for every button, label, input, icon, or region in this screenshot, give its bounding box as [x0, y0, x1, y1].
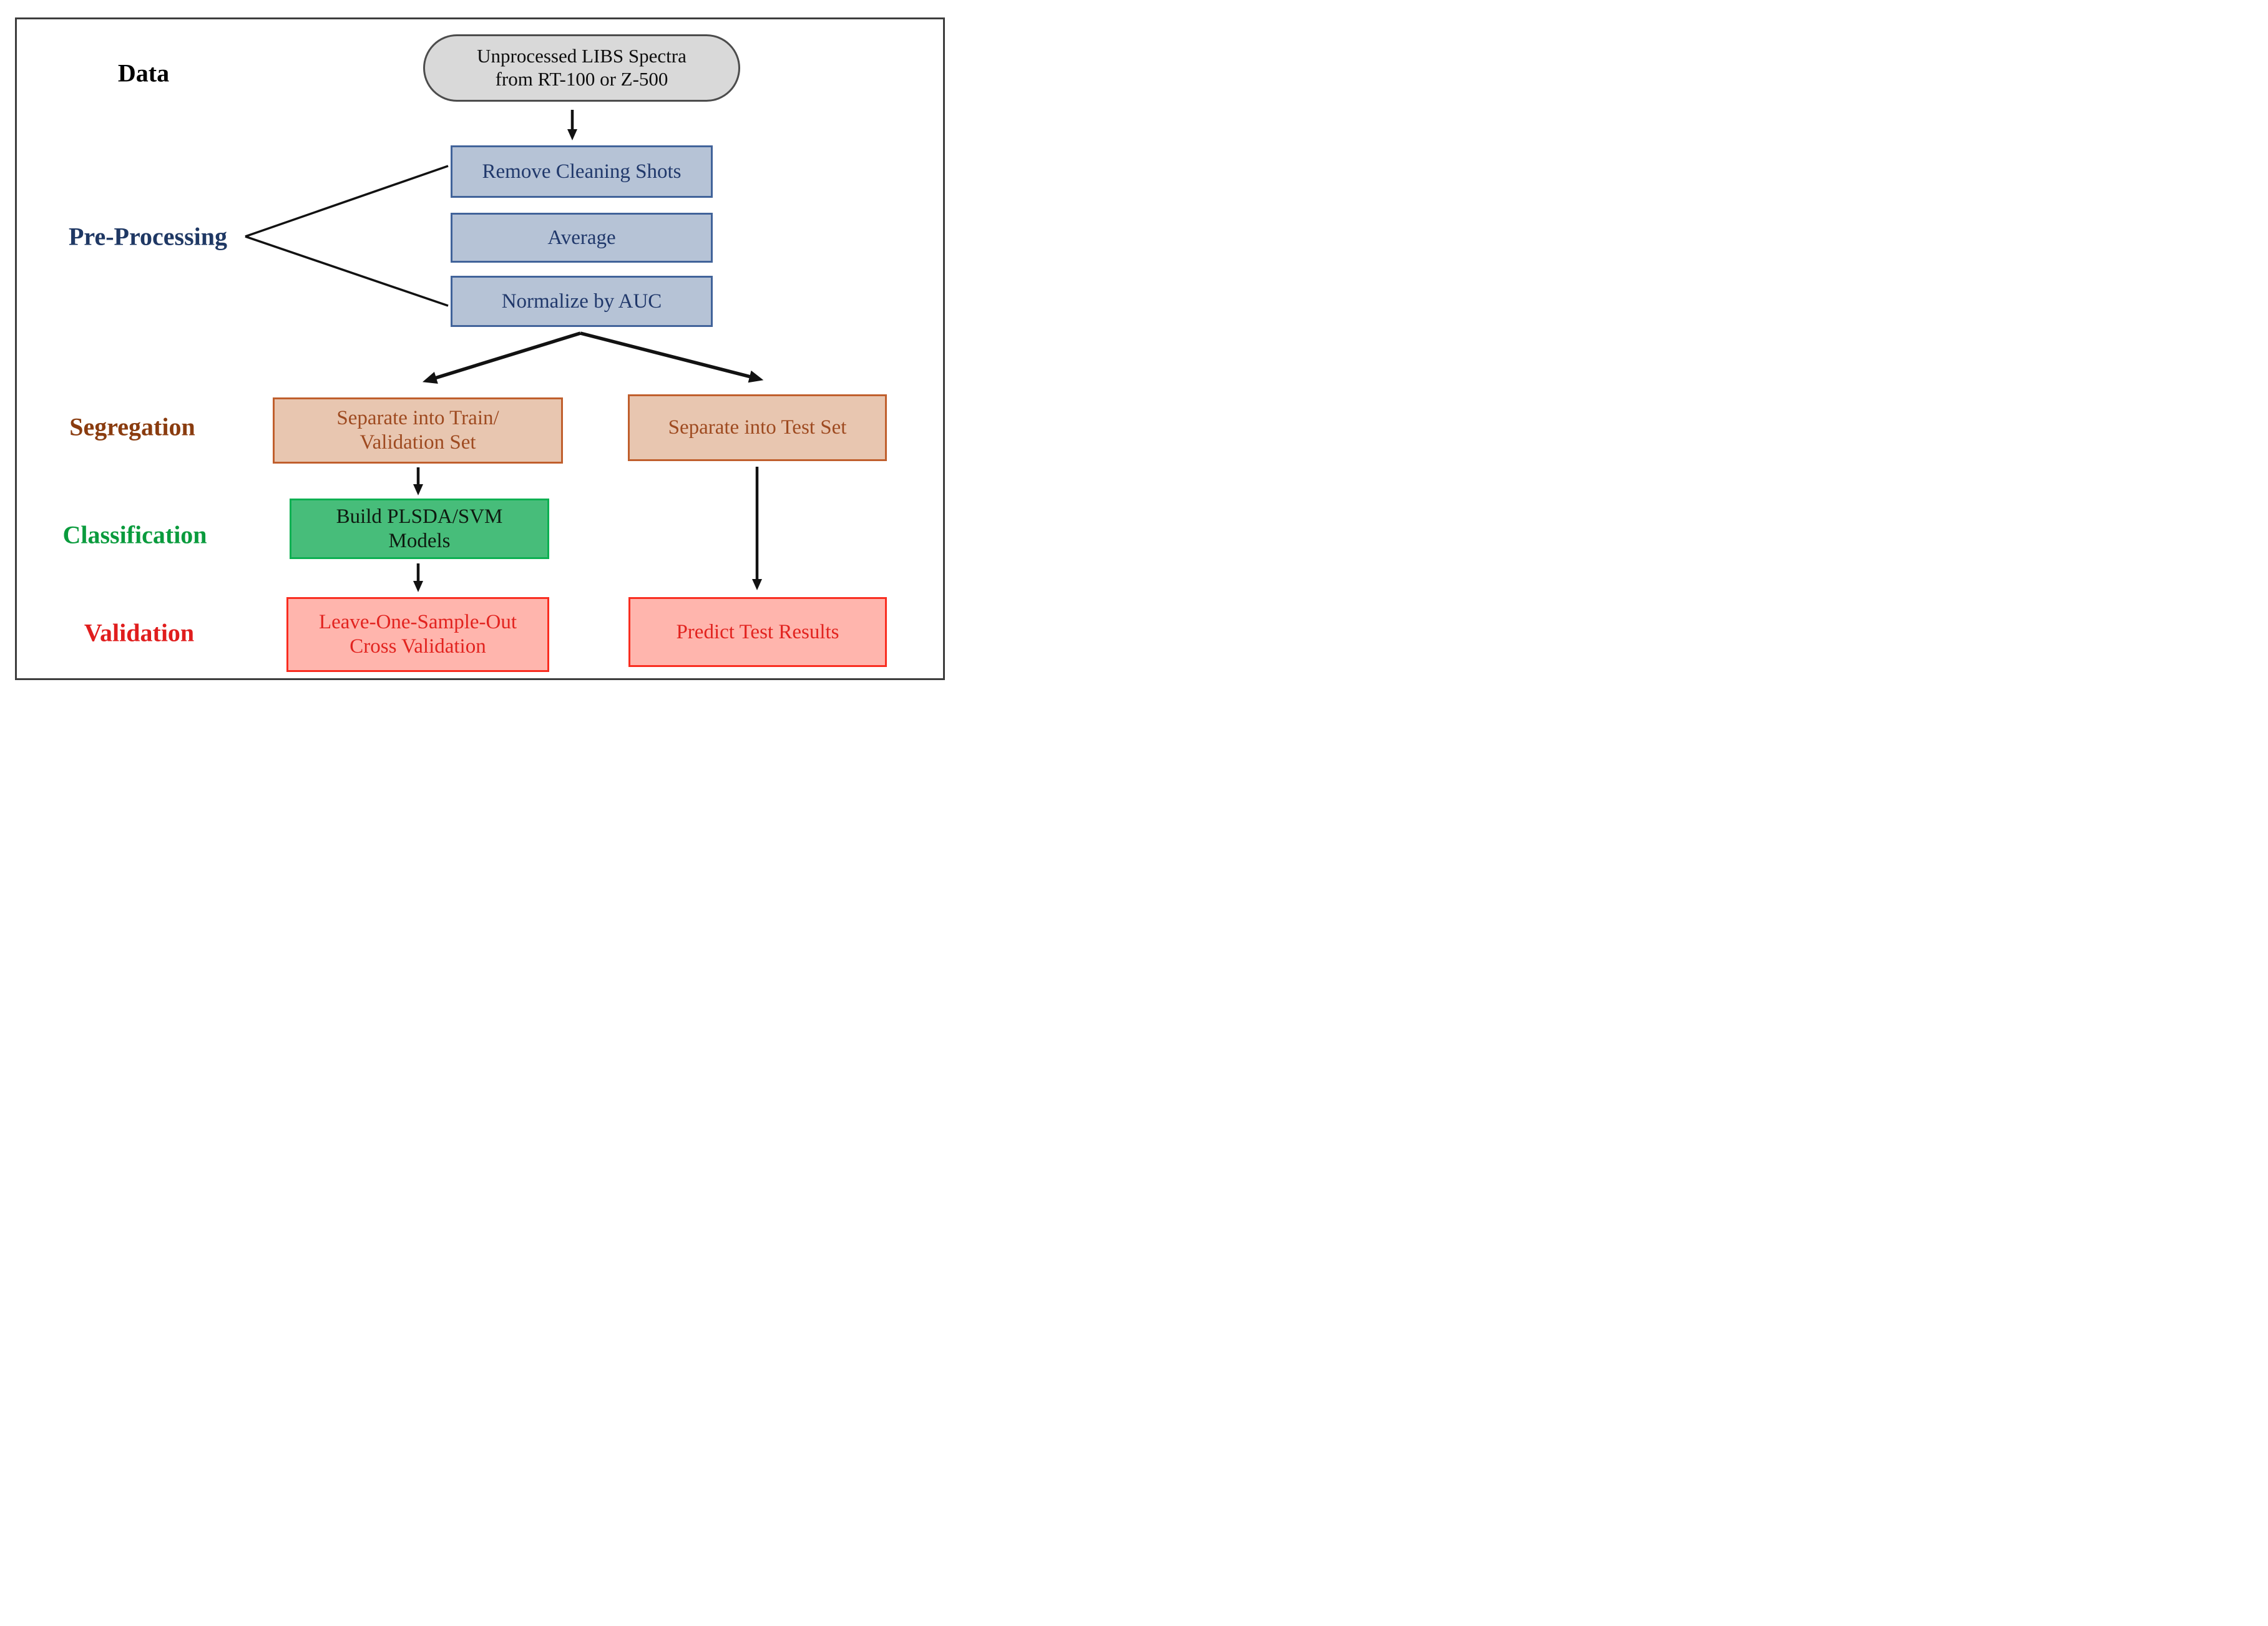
node-build-plsda-svm-models: Build PLSDA/SVM Models	[290, 499, 549, 559]
line-preprocessing-to-remove	[245, 165, 449, 238]
node-text-line: Models	[388, 529, 451, 552]
node-unprocessed-libs-spectra: Unprocessed LIBS Spectra from RT-100 or …	[423, 34, 740, 102]
node-leave-one-sample-out-cross-validation: Leave-One-Sample-Out Cross Validation	[286, 597, 549, 672]
node-text-line: Separate into Test Set	[668, 416, 847, 439]
node-average: Average	[451, 213, 713, 263]
node-normalize-by-auc: Normalize by AUC	[451, 276, 713, 327]
node-remove-cleaning-shots: Remove Cleaning Shots	[451, 145, 713, 198]
node-text-line: Validation Set	[359, 431, 476, 454]
stage-label-segregation: Segregation	[69, 412, 195, 441]
node-text-line: Cross Validation	[349, 635, 486, 658]
connector-lines	[245, 110, 764, 592]
node-text-line: from RT-100 or Z-500	[495, 68, 668, 90]
node-text-line: Unprocessed LIBS Spectra	[477, 45, 687, 67]
figure-border	[15, 17, 945, 680]
stage-label-classification: Classification	[62, 520, 207, 549]
line-preprocessing-to-normalize	[245, 235, 449, 307]
node-separate-train-validation: Separate into Train/ Validation Set	[273, 397, 563, 464]
stage-label-pre-processing: Pre-Processing	[68, 222, 228, 251]
node-text-line: Predict Test Results	[676, 620, 839, 643]
arrow-normalize-to-testset	[580, 331, 764, 383]
node-text-line: Average	[547, 226, 616, 249]
arrow-normalize-to-trainval	[422, 331, 581, 384]
node-text-line: Remove Cleaning Shots	[482, 160, 682, 183]
stage-label-validation: Validation	[84, 618, 195, 647]
node-text-line: Normalize by AUC	[501, 290, 662, 313]
node-predict-test-results: Predict Test Results	[628, 597, 887, 667]
node-separate-test-set: Separate into Test Set	[628, 394, 887, 461]
node-text-line: Leave-One-Sample-Out	[318, 611, 517, 634]
stage-label-data: Data	[117, 59, 170, 87]
node-text-line: Separate into Train/	[336, 407, 499, 430]
node-text-line: Build PLSDA/SVM	[336, 505, 503, 528]
flowchart-figure: Data Pre-Processing Segregation Classifi…	[0, 0, 961, 689]
